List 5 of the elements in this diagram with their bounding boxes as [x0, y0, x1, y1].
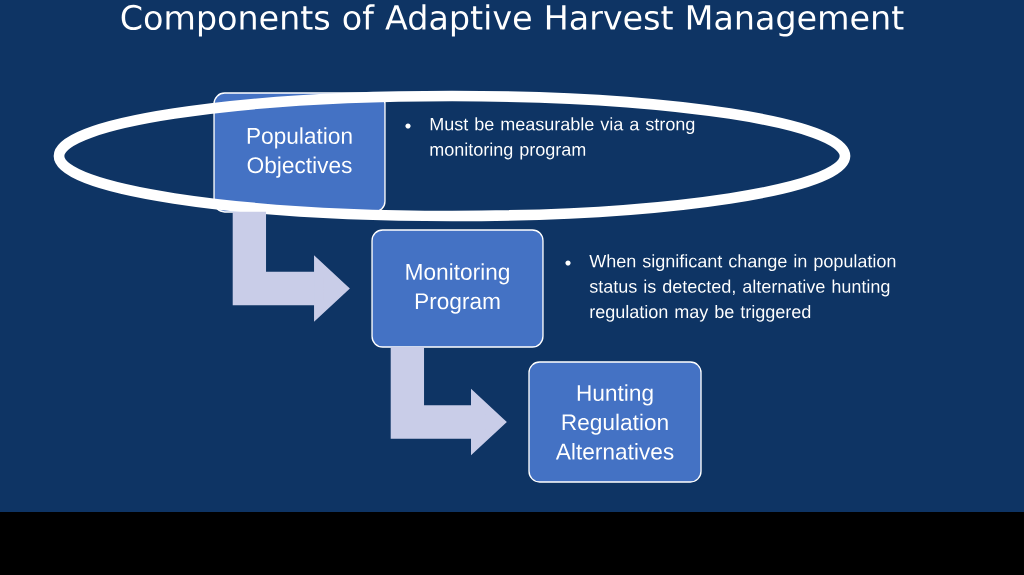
process-box: Hunting Regulation Alternatives [528, 361, 702, 483]
bullet-text: Must be measurable via a strong monitoring program [430, 117, 695, 160]
title: Components of Adaptive Harvest Management [121, 4, 904, 37]
bullet-text: When significant change in population status is detected, alternative hunting regulation may be triggered [589, 254, 896, 322]
process-box: Monitoring Program [371, 229, 544, 348]
